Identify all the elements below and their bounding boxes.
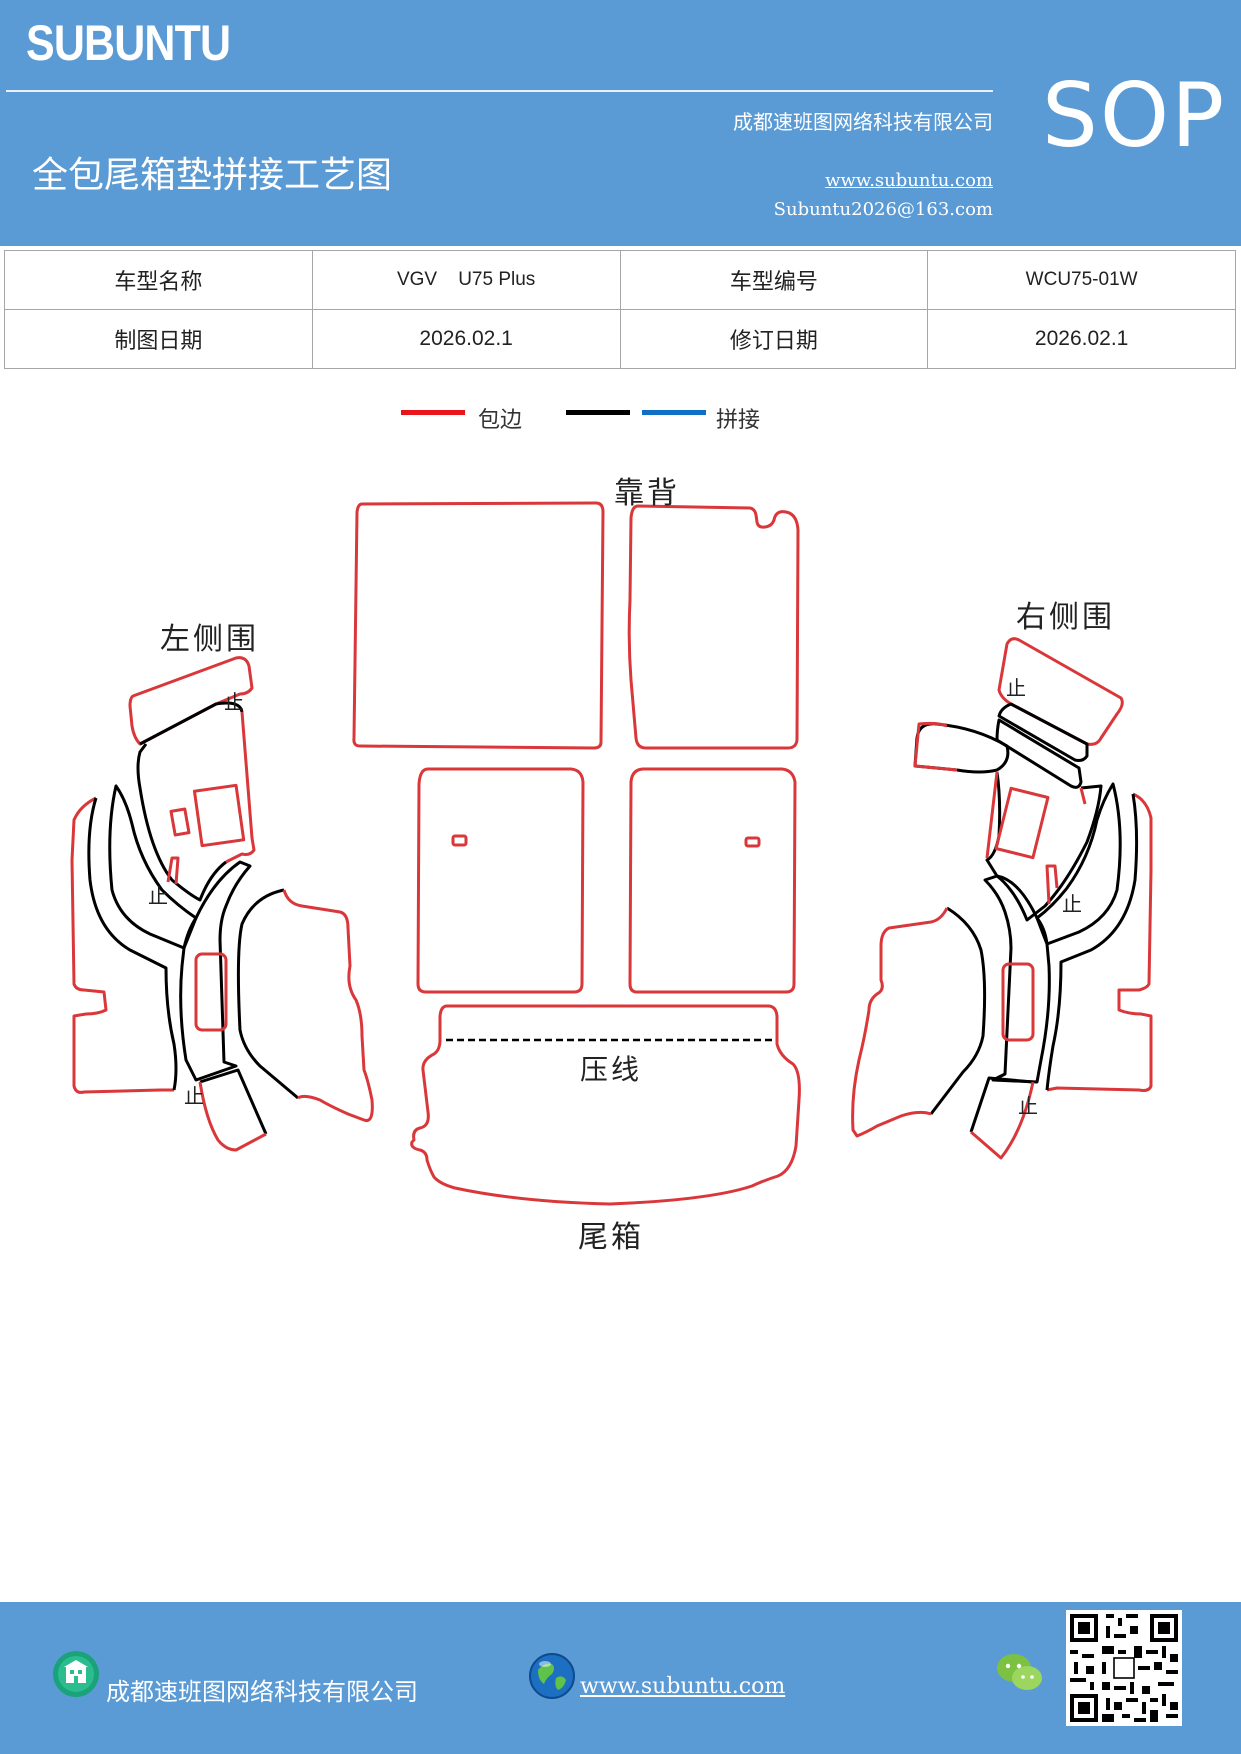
company-name: 成都速班图网络科技有限公司	[733, 110, 993, 134]
right-column-window	[1001, 962, 1035, 1042]
footer-website-link[interactable]: www.subuntu.com	[580, 1674, 786, 1699]
footer-company-name: 成都速班图网络科技有限公司	[106, 1678, 418, 1706]
left-column-window	[194, 952, 228, 1032]
middle-right-slot	[744, 836, 761, 848]
right-inner-arch	[1035, 782, 1122, 946]
model-name-value: VGV U75 Plus	[311, 250, 621, 310]
brand-logo: SUBUNTU	[26, 15, 231, 71]
right-side-label: 右侧围	[1016, 600, 1115, 635]
right-window-large	[994, 786, 1050, 860]
left-center-column	[179, 860, 252, 1082]
left-outer-arch	[70, 796, 174, 1094]
building-icon	[53, 1651, 99, 1697]
stop-mark: 止	[1018, 1094, 1038, 1118]
globe-icon	[529, 1653, 575, 1699]
right-top-strip-1	[997, 702, 1089, 762]
left-top-flap	[128, 656, 254, 746]
draw-date-label: 制图日期	[4, 309, 313, 369]
left-side-label: 左侧围	[160, 622, 259, 657]
right-upper-panel-red	[985, 771, 1087, 859]
stop-mark: 止	[1006, 676, 1026, 700]
vehicle-info-table: 车型名称 VGV U75 Plus 车型编号 WCU75-01W 制图日期 20…	[4, 250, 1236, 369]
footer-banner: 成都速班图网络科技有限公司 www.subuntu.com	[0, 1602, 1241, 1754]
document-title: 全包尾箱垫拼接工艺图	[32, 155, 393, 196]
model-name-label: 车型名称	[4, 250, 313, 310]
left-rear-panel-black	[236, 888, 299, 1100]
qr-code-icon[interactable]	[1066, 1610, 1182, 1726]
header-divider	[6, 90, 993, 92]
backrest-right-panel	[627, 504, 800, 750]
right-bottom-flap-red	[970, 1081, 1035, 1160]
right-center-column	[983, 874, 1051, 1084]
trunk-floor-panel	[410, 1004, 801, 1206]
middle-right-panel	[628, 767, 797, 994]
right-hook-piece-red	[913, 721, 958, 772]
stop-mark: 止	[148, 884, 168, 908]
model-code-label: 车型编号	[619, 250, 929, 310]
model-code-value: WCU75-01W	[927, 250, 1236, 310]
trunk-label: 尾箱	[578, 1220, 644, 1255]
table-row: 车型名称 VGV U75 Plus 车型编号 WCU75-01W	[4, 250, 1236, 310]
left-window-small	[169, 807, 191, 837]
right-top-strip-2	[995, 718, 1083, 789]
backrest-label: 靠背	[614, 476, 680, 511]
left-upper-panel	[225, 711, 256, 864]
revise-date-label: 修订日期	[619, 309, 929, 369]
left-bottom-flap	[199, 1068, 268, 1135]
middle-left-panel	[416, 767, 585, 994]
table-row: 制图日期 2026.02.1 修订日期 2026.02.1	[4, 309, 1236, 369]
middle-left-slot	[451, 834, 468, 847]
left-upper-panel-edge	[136, 743, 227, 902]
stop-mark: 止	[1062, 892, 1082, 916]
legend-seam-swatch	[642, 410, 706, 415]
right-outer-arch-black	[1045, 793, 1139, 1091]
right-rear-panel-red	[851, 907, 949, 1138]
left-rear-panel-red	[282, 889, 374, 1123]
header-banner: SUBUNTU SOP 成都速班图网络科技有限公司 全包尾箱垫拼接工艺图 www…	[0, 0, 1241, 246]
backrest-left-panel	[352, 501, 605, 750]
right-rear-panel-black	[929, 906, 987, 1115]
right-small-tab	[1045, 864, 1059, 905]
legend-black-swatch	[566, 410, 630, 415]
mat-layout-diagram	[70, 501, 1153, 1206]
right-bottom-flap	[969, 1076, 1034, 1133]
left-window-large	[192, 783, 246, 848]
wechat-icon	[997, 1654, 1042, 1690]
stop-mark: 止	[184, 1084, 204, 1108]
website-link[interactable]: www.subuntu.com	[825, 170, 993, 191]
left-top-strip	[139, 701, 244, 746]
left-small-tab	[166, 856, 180, 885]
legend: 包边 拼接	[0, 400, 1241, 440]
legend-edge-label: 包边	[478, 408, 523, 433]
left-bottom-flap-red	[198, 1081, 267, 1152]
sop-label: SOP	[1042, 64, 1227, 167]
legend-edge-swatch	[401, 410, 465, 415]
right-outer-arch	[1046, 792, 1153, 1092]
revise-date-value: 2026.02.1	[927, 309, 1236, 369]
stop-mark: 止	[224, 690, 244, 714]
email-address: Subuntu2026@163.com	[773, 199, 993, 220]
draw-date-value: 2026.02.1	[311, 309, 621, 369]
legend-seam-label: 拼接	[716, 408, 761, 433]
right-hook-piece	[913, 722, 1010, 774]
crease-label: 压线	[580, 1053, 643, 1086]
left-outer-arch-black	[87, 797, 178, 1091]
